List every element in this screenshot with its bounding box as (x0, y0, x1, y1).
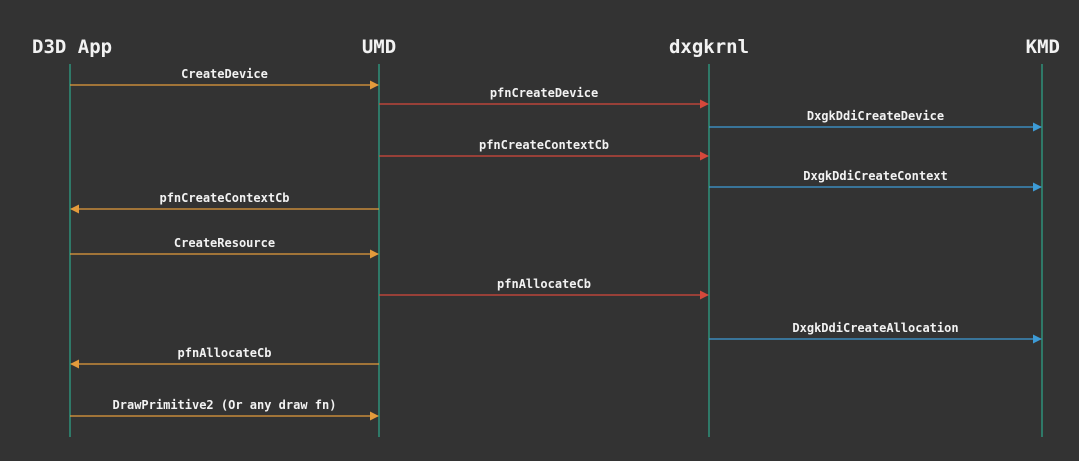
message-1: CreateDevice (70, 67, 379, 90)
message-label: pfnCreateContextCb (159, 191, 289, 205)
message-9: DxgkDdiCreateAllocation (709, 321, 1042, 344)
actor-label-dxgkrnl: dxgkrnl (669, 36, 749, 58)
actor-label-umd: UMD (362, 36, 396, 58)
actor-label-kmd: KMD (1026, 36, 1060, 58)
message-6: pfnCreateContextCb (70, 191, 379, 214)
message-10: pfnAllocateCb (70, 346, 379, 369)
lifelines (69, 64, 1043, 437)
message-4: pfnCreateContextCb (379, 138, 709, 161)
message-label: DxgkDdiCreateAllocation (792, 321, 958, 335)
message-label: CreateResource (174, 236, 275, 250)
messages: CreateDevice pfnCreateDeviceDxgkDdiCreate… (70, 67, 1042, 421)
message-3: DxgkDdiCreateDevice (709, 109, 1042, 132)
actor-label-d3d-app: D3D App (32, 36, 112, 58)
actor-labels: D3D App UMD dxgkrnl KMD (32, 36, 1060, 58)
message-label: DxgkDdiCreateContext (803, 169, 948, 183)
message-label: pfnAllocateCb (497, 277, 591, 291)
message-label: CreateDevice (181, 67, 268, 81)
message-7: CreateResource (70, 236, 379, 259)
message-label: DrawPrimitive2 (Or any draw fn) (113, 398, 337, 412)
message-2: pfnCreateDevice (379, 86, 709, 109)
message-label: DxgkDdiCreateDevice (807, 109, 944, 123)
message-5: DxgkDdiCreateContext (709, 169, 1042, 192)
message-8: pfnAllocateCb (379, 277, 709, 300)
message-label: pfnAllocateCb (178, 346, 272, 360)
message-label: pfnCreateDevice (490, 86, 598, 100)
message-11: DrawPrimitive2 (Or any draw fn) (70, 398, 379, 421)
message-label: pfnCreateContextCb (479, 138, 609, 152)
